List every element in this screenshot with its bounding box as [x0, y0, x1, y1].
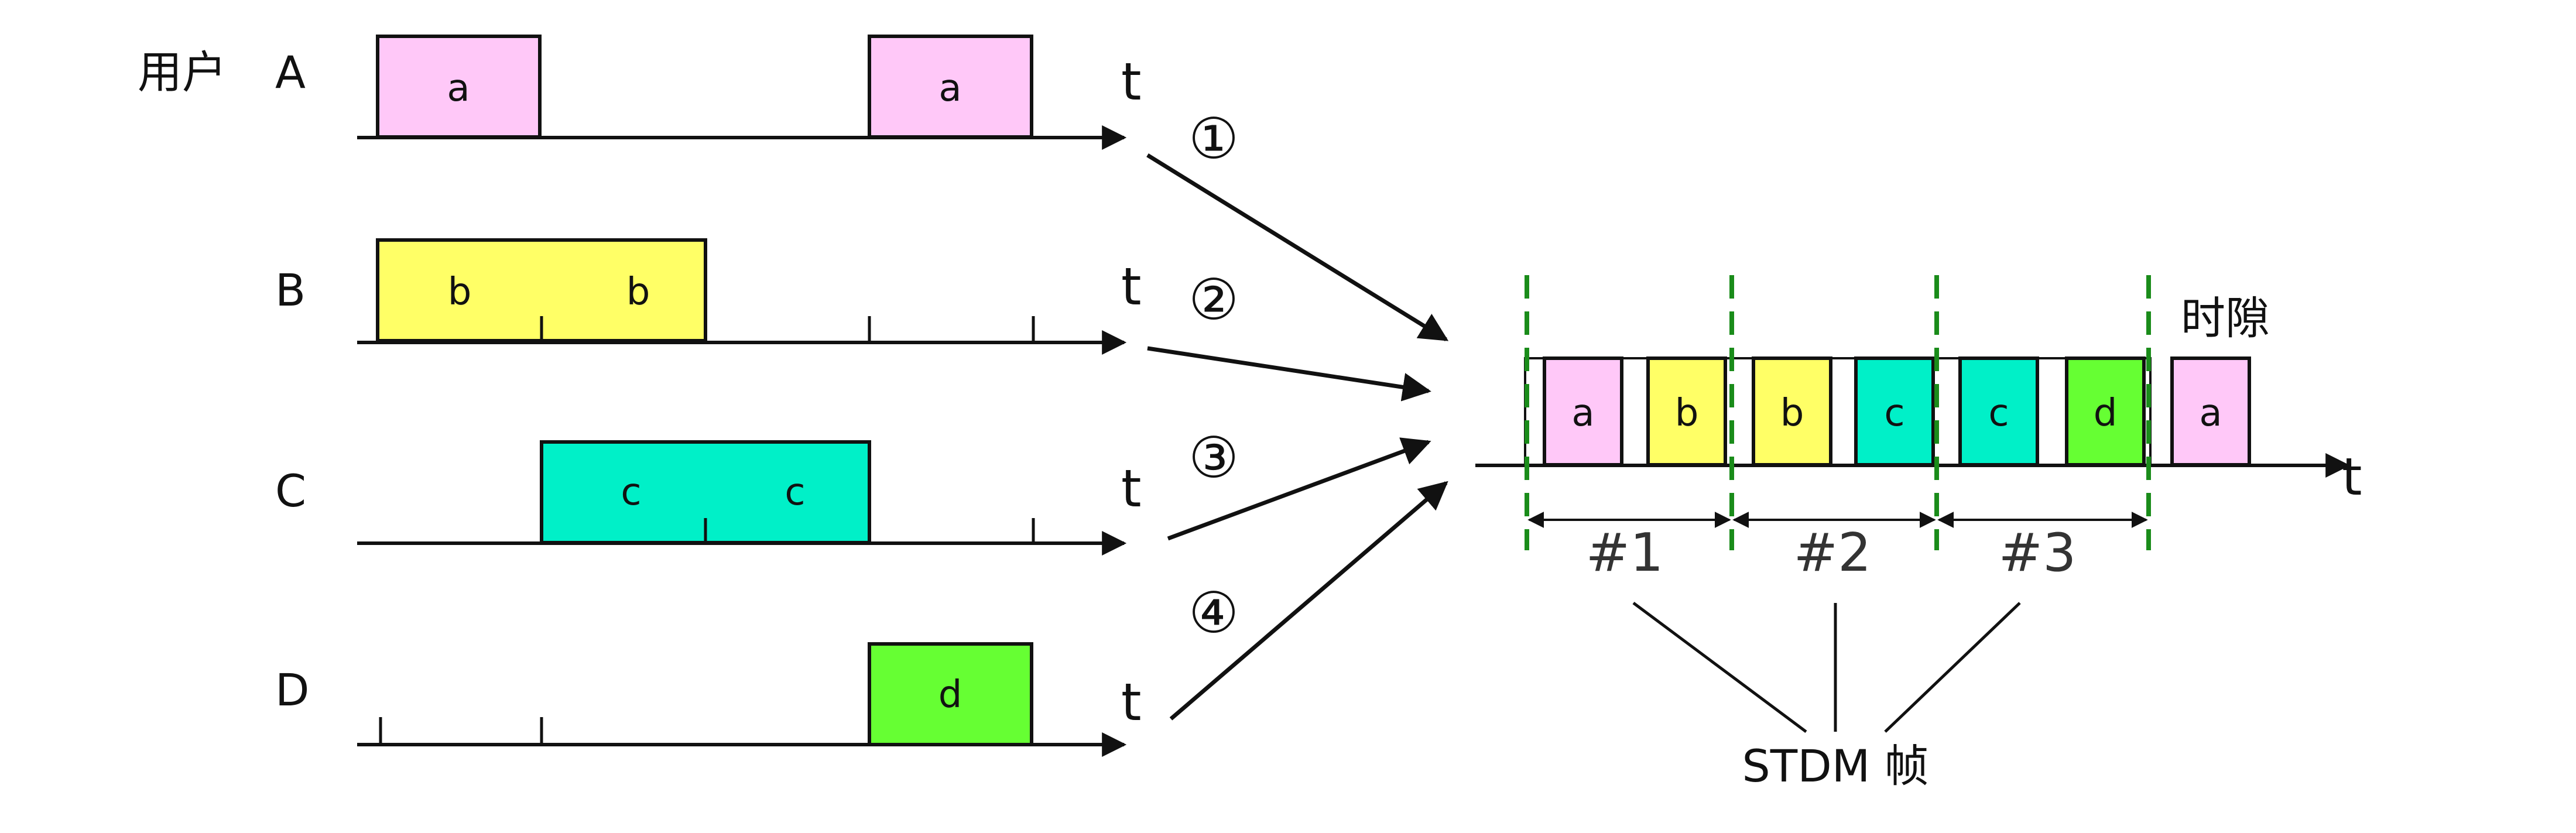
- stdm-output: a b b c c d a t 时隙 #1 #2 #3 STDM 帧: [1475, 275, 2362, 792]
- axis-t-a: t: [1121, 52, 1142, 112]
- stdm-slot-7-label: a: [2199, 392, 2222, 435]
- frame-pointer-lines: [1632, 601, 2021, 733]
- frame-pointer-3: [1884, 602, 2021, 733]
- stdm-slot-2: [1646, 356, 1727, 467]
- slot-a-1-label: a: [447, 67, 470, 110]
- axis-t-c: t: [1121, 458, 1142, 519]
- user-row-c: C c c t: [275, 440, 1142, 556]
- stdm-slot-2-label: b: [1675, 392, 1699, 435]
- arrow-4: [1169, 481, 1448, 721]
- frame-label-1: #1: [1586, 522, 1664, 584]
- channel-marker-3: ③: [1188, 425, 1239, 491]
- multiplex-arrows: ① ② ③ ④: [1146, 106, 1449, 721]
- stdm-slot-6: [2065, 356, 2146, 467]
- slot-d-1-label: d: [938, 673, 962, 717]
- frame-label-3: #3: [1999, 522, 2077, 584]
- user-row-a: A a a t: [275, 35, 1142, 150]
- channel-marker-1: ①: [1188, 106, 1239, 172]
- user-name-c: C: [275, 465, 306, 517]
- user-row-d: D d t: [275, 642, 1142, 757]
- slot-b-1-label: b: [448, 270, 472, 314]
- stdm-slot-3: [1752, 356, 1832, 467]
- stdm-slot-1: [1543, 356, 1623, 467]
- stdm-frame-label: STDM 帧: [1742, 740, 1929, 792]
- stdm-slot-5: [1958, 356, 2039, 467]
- axis-t-d: t: [1121, 672, 1142, 732]
- stdm-axis-t: t: [2342, 447, 2362, 507]
- slot-c-2-label: c: [785, 471, 805, 514]
- stdm-slot-1-label: a: [1571, 392, 1594, 435]
- stdm-slot-3-label: b: [1780, 392, 1804, 435]
- arrow-2: [1147, 346, 1431, 402]
- user-title: 用户: [138, 46, 227, 98]
- stdm-slot-6-label: d: [2094, 392, 2118, 435]
- user-row-b: B b b t: [275, 238, 1142, 355]
- user-name-a: A: [275, 46, 306, 98]
- frame-label-2: #2: [1794, 522, 1872, 584]
- user-name-b: B: [275, 264, 306, 316]
- axis-t-b: t: [1121, 256, 1142, 317]
- frame-dividers: [1525, 275, 2151, 550]
- stdm-slot-7: [2170, 356, 2251, 467]
- stdm-slot-4: [1854, 356, 1935, 467]
- stdm-slot-4-label: c: [1884, 392, 1904, 435]
- arrow-1: [1146, 153, 1449, 341]
- user-name-d: D: [275, 664, 310, 716]
- slot-a-2: [868, 35, 1033, 139]
- slot-a-2-label: a: [938, 67, 961, 110]
- slot-b-2-label: b: [626, 270, 650, 314]
- frame-pointer-1: [1632, 601, 1807, 733]
- slot-d-1: [868, 642, 1033, 746]
- slot-a-1: [376, 35, 542, 139]
- channel-marker-4: ④: [1188, 580, 1239, 646]
- time-slot-label: 时隙: [2181, 292, 2270, 344]
- arrow-3: [1167, 437, 1431, 541]
- stdm-slot-5-label: c: [1988, 392, 2009, 435]
- channel-marker-2: ②: [1188, 267, 1239, 332]
- slot-c-1-label: c: [621, 471, 641, 514]
